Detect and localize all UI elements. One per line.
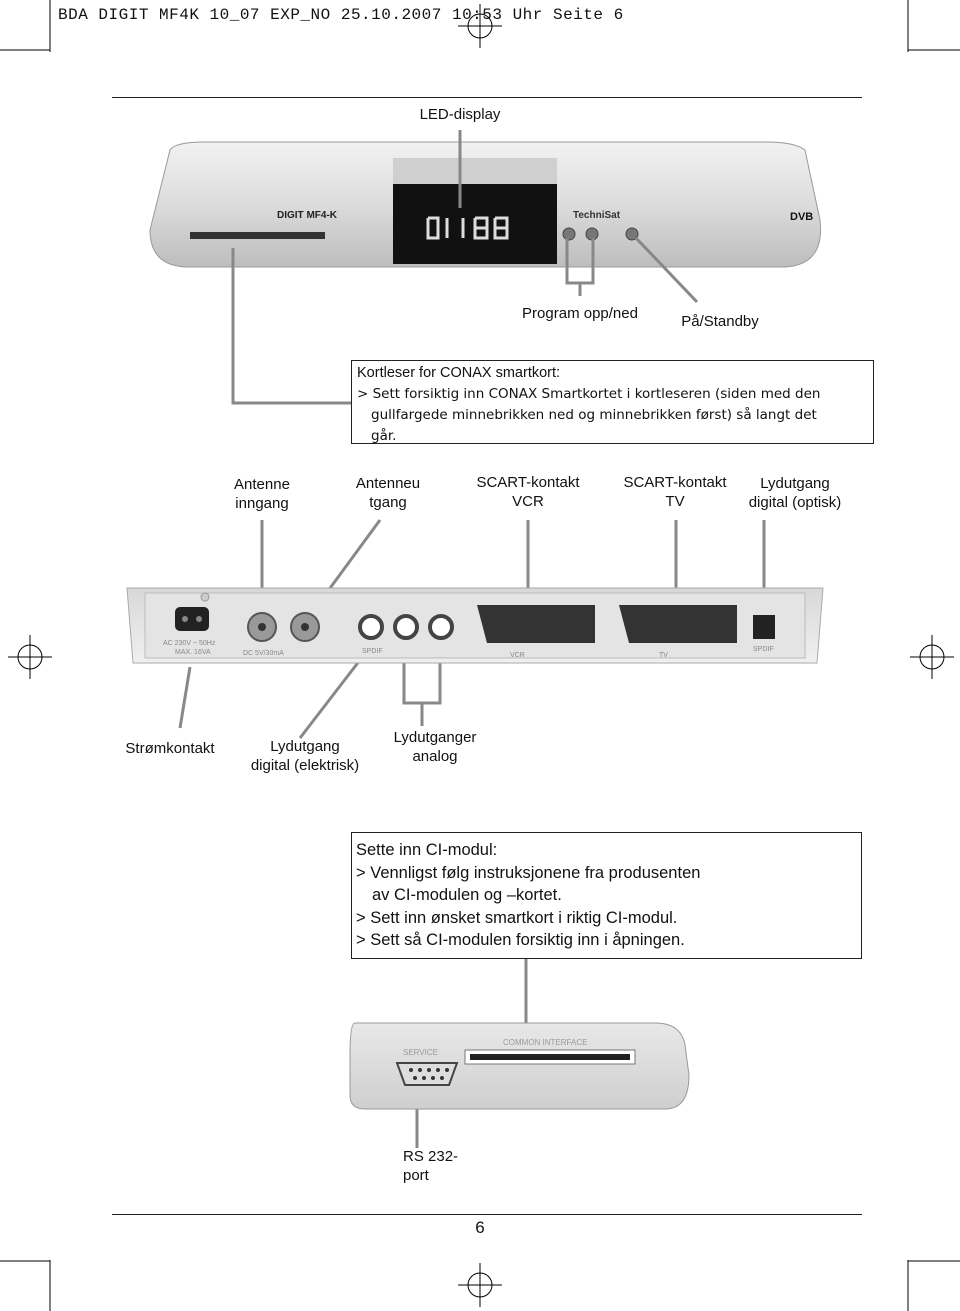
optical-connector	[753, 615, 775, 639]
svg-text:DC 5V/30mA: DC 5V/30mA	[243, 650, 284, 657]
dvb-logo: DVB	[790, 211, 813, 223]
scart-tv-connector	[619, 605, 737, 643]
led-display-label: LED-display	[419, 106, 501, 123]
ci-module-box: Sette inn CI-modul: > Vennligst følg ins…	[351, 832, 862, 959]
front-panel-illustration: DIGIT MF4-K TechniSat DVB	[149, 141, 822, 268]
svg-text:SPDIF: SPDIF	[753, 646, 774, 653]
side-panel-illustration: SERVICE COMMON INTERFACE	[349, 1022, 690, 1110]
svg-text:SPDIF: SPDIF	[362, 648, 383, 655]
power-socket	[175, 607, 209, 631]
svg-text:MAX. 16VA: MAX. 16VA	[175, 649, 211, 656]
ci-box-line4: > Sett så CI-modulen forsiktig inn i åpn…	[356, 931, 685, 949]
top-rule	[112, 97, 862, 98]
card-slot	[190, 232, 325, 239]
svg-text:AC 230V ~ 50Hz: AC 230V ~ 50Hz	[163, 640, 216, 647]
svg-text:TV: TV	[659, 652, 668, 659]
bottom-rule	[112, 1214, 862, 1215]
print-header: BDA DIGIT MF4K 10_07 EXP_NO 25.10.2007 1…	[58, 6, 624, 24]
card-box-line2: gullfargede minnebrikken ned og minnebri…	[371, 407, 817, 423]
rca-spdif-connector	[358, 614, 384, 640]
rs232-connector	[395, 1062, 459, 1086]
rca-right-connector	[428, 614, 454, 640]
svg-text:SERVICE: SERVICE	[403, 1048, 438, 1057]
svg-text:VCR: VCR	[510, 652, 525, 659]
ci-box-line3: > Sett inn ønsket smartkort i riktig CI-…	[356, 908, 678, 927]
prog-label: Program opp/ned	[522, 305, 638, 322]
svg-text:COMMON INTERFACE: COMMON INTERFACE	[503, 1038, 587, 1047]
rs232-label: RS 232-port	[403, 1148, 459, 1184]
card-box-title: Kortleser for CONAX smartkort:	[357, 365, 561, 381]
model-text: DIGIT MF4-K	[277, 210, 338, 221]
prog-up-button	[585, 227, 599, 241]
ci-box-line2: av CI-modulen og –kortet.	[372, 886, 562, 904]
rca-left-connector	[393, 614, 419, 640]
standby-button	[625, 227, 639, 241]
ci-box-title: Sette inn CI-modul:	[356, 841, 498, 859]
ci-slot	[470, 1054, 630, 1060]
card-reader-box: Kortleser for CONAX smartkort: > Sett fo…	[351, 360, 874, 444]
brand-text: TechniSat	[573, 210, 621, 221]
card-box-line1: > Sett forsiktig inn CONAX Smartkortet i…	[357, 386, 821, 402]
page-number: 6	[475, 1218, 485, 1237]
standby-label: På/Standby	[681, 313, 759, 330]
prog-down-button	[562, 227, 576, 241]
rear-panel-illustration: AC 230V ~ 50Hz MAX. 16VA DC 5V/30mA SPDI…	[126, 587, 824, 664]
ci-box-line1: > Vennligst følg instruksjonene fra prod…	[356, 863, 701, 882]
scart-vcr-connector	[477, 605, 595, 643]
power-label: Strømkontakt	[125, 740, 215, 757]
card-box-line3: går.	[371, 428, 397, 444]
